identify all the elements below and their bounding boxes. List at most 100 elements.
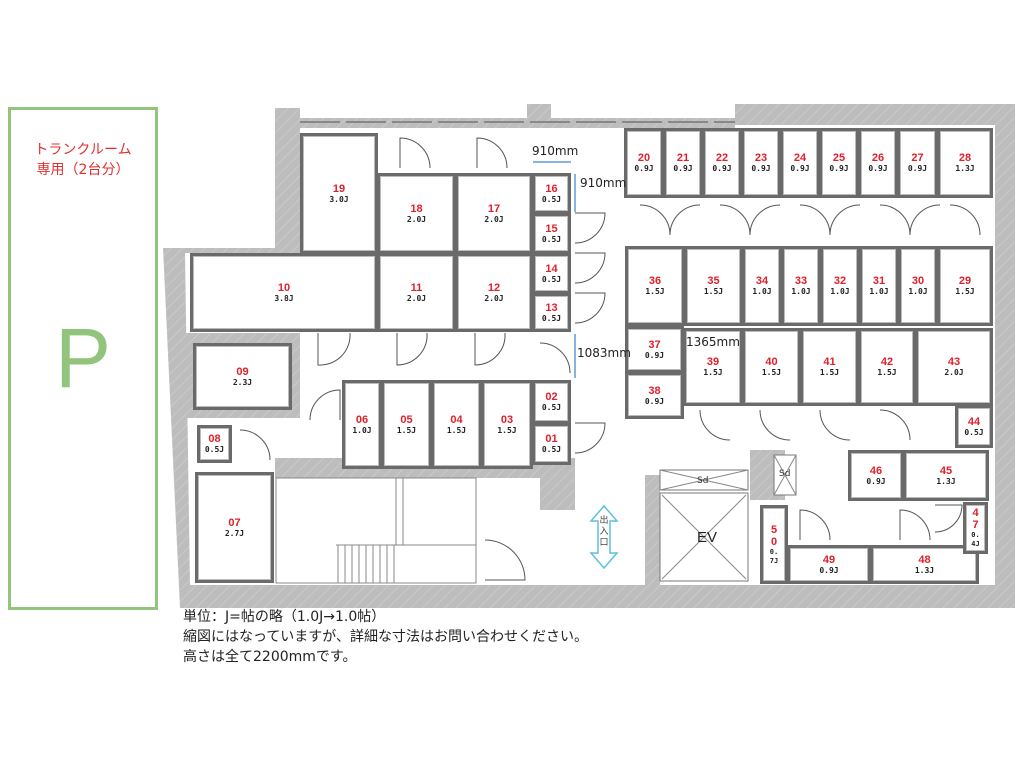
unit-number: 06 xyxy=(355,413,369,426)
unit-number: 32 xyxy=(833,275,847,287)
note-scale: 縮図にはなっていますが、詳細な寸法はお問い合わせください。 xyxy=(183,629,589,645)
unit-number: 25 xyxy=(832,152,846,164)
unit-number: 05 xyxy=(400,413,413,426)
unit-size: 0.7J xyxy=(769,547,779,565)
unit-size: 1.5J xyxy=(761,368,782,377)
notes: 単位：J=帖の略（1.0J→1.0帖） 縮図にはなっていますが、詳細な寸法はお問… xyxy=(183,607,588,667)
unit-size: 1.5J xyxy=(446,425,467,435)
unit-size: 0.9J xyxy=(866,476,886,486)
unit-number: 36 xyxy=(648,275,662,287)
unit-size: 0.9J xyxy=(819,565,839,575)
unit-number: 37 xyxy=(648,338,661,351)
dimension-label: 910mm xyxy=(580,176,627,190)
unit-size: 1.3J xyxy=(914,565,935,575)
unit-number: 01 xyxy=(545,433,558,445)
unit-size: 0.9J xyxy=(644,396,665,406)
note-height: 高さは全て2200mmです。 xyxy=(183,649,357,665)
unit-number: 07 xyxy=(228,516,241,529)
unit-number: 22 xyxy=(715,152,729,164)
unit-size: 0.9J xyxy=(644,350,665,360)
stairs xyxy=(336,478,476,583)
unit-size: 2.3J xyxy=(232,377,253,387)
parking-label: トランクルーム 専用（2台分） xyxy=(11,140,155,180)
unit-size: 2.7J xyxy=(224,528,245,538)
entrance-label: 出入口 xyxy=(599,516,609,548)
note-unit: 単位：J=帖の略（1.0J→1.0帖） xyxy=(183,609,386,625)
unit-size: 0.9J xyxy=(673,164,693,173)
unit-size: 0.9J xyxy=(907,164,928,173)
unit-size: 0.5J xyxy=(541,234,562,244)
unit-size: 0.9J xyxy=(634,164,654,173)
unit-number: 12 xyxy=(487,281,501,294)
unit-number: 50 xyxy=(770,523,778,548)
elevator-label: EV xyxy=(697,529,718,546)
unit-size: 2.0J xyxy=(406,293,427,303)
unit-number: 48 xyxy=(918,553,931,566)
dimension-label: 1083mm xyxy=(577,346,631,360)
unit-number: 02 xyxy=(545,391,558,403)
unit-size: 2.0J xyxy=(944,368,964,377)
shaft-label: Sd xyxy=(779,469,791,479)
unit-number: 41 xyxy=(823,356,836,368)
unit-size: 0.5J xyxy=(541,445,562,454)
unit-size: 1.5J xyxy=(645,287,665,296)
unit-size: 1.5J xyxy=(877,368,897,377)
unit-number: 40 xyxy=(765,356,778,368)
unit-size: 0.9J xyxy=(829,164,849,173)
parking-symbol: P xyxy=(54,311,112,405)
unit-number: 29 xyxy=(958,275,972,287)
unit-number: 35 xyxy=(707,275,720,287)
unit-size: 1.0J xyxy=(791,287,811,296)
